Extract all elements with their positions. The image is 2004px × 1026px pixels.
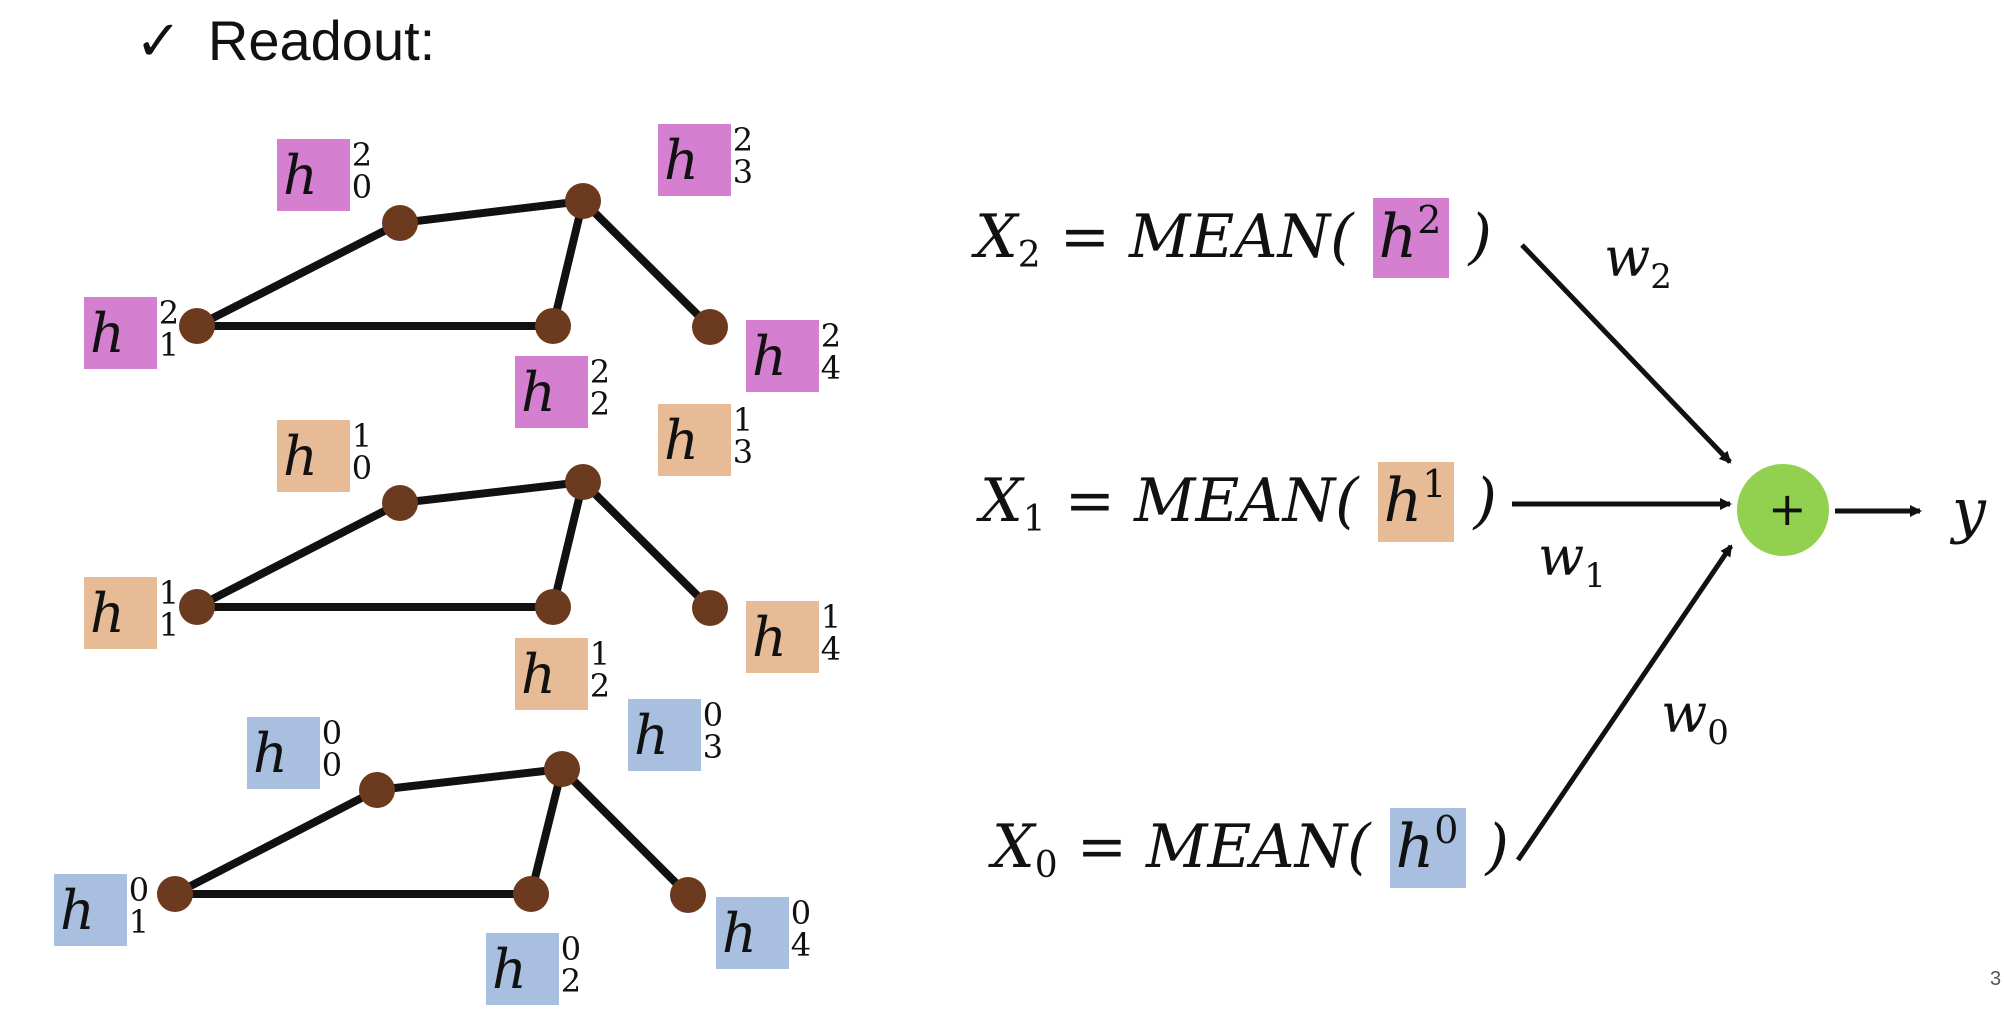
edge bbox=[579, 197, 714, 331]
node bbox=[535, 589, 571, 625]
weight-w1: w1 bbox=[1538, 525, 1606, 596]
edge bbox=[558, 765, 692, 899]
edge bbox=[171, 786, 381, 898]
edge bbox=[396, 197, 587, 227]
node bbox=[670, 877, 706, 913]
graph-layer2-nodes bbox=[179, 183, 728, 345]
equation-x0: X0 = MEAN( h0 ) bbox=[992, 808, 1509, 888]
node bbox=[179, 589, 215, 625]
output-y: y bbox=[1952, 476, 1986, 546]
edge bbox=[549, 478, 587, 611]
weight-w0: w0 bbox=[1661, 682, 1729, 753]
graph-layer0 bbox=[171, 765, 692, 899]
graph-layer0-nodes bbox=[157, 751, 706, 913]
graph-layer2 bbox=[193, 197, 714, 331]
equation-x1: X1 = MEAN( h1 ) bbox=[980, 462, 1497, 542]
mean-arg-h0: h0 bbox=[1389, 808, 1467, 888]
page-number: 3 bbox=[1990, 968, 2002, 990]
edge bbox=[396, 478, 587, 507]
graph-layer1 bbox=[193, 478, 714, 612]
node bbox=[157, 876, 193, 912]
node bbox=[692, 590, 728, 626]
edge bbox=[193, 499, 404, 611]
weight-w2: w2 bbox=[1604, 226, 1672, 297]
arrow-x0-to-sum bbox=[1515, 544, 1734, 862]
arrow-x2-to-sum bbox=[1520, 243, 1732, 464]
node bbox=[535, 308, 571, 344]
plus-icon: + bbox=[1768, 482, 1807, 536]
edge bbox=[527, 765, 566, 898]
node bbox=[565, 183, 601, 219]
edge bbox=[373, 765, 566, 794]
slide-title: ✓ Readout: bbox=[135, 8, 435, 74]
node bbox=[544, 751, 580, 787]
node bbox=[382, 205, 418, 241]
edge bbox=[549, 197, 587, 330]
mean-arg-h1: h1 bbox=[1377, 462, 1455, 542]
graph-layer1-nodes bbox=[179, 464, 728, 626]
sum-node bbox=[1737, 464, 1829, 556]
title-text: Readout: bbox=[207, 9, 436, 72]
node bbox=[382, 485, 418, 521]
equation-x2: X2 = MEAN( h2 ) bbox=[975, 198, 1492, 278]
mean-arg-h2: h2 bbox=[1372, 198, 1450, 278]
node bbox=[692, 309, 728, 345]
node bbox=[359, 772, 395, 808]
edge bbox=[579, 478, 714, 612]
node bbox=[513, 876, 549, 912]
edge bbox=[193, 219, 404, 330]
node bbox=[179, 308, 215, 344]
node bbox=[565, 464, 601, 500]
checkmark-icon: ✓ bbox=[135, 9, 182, 72]
